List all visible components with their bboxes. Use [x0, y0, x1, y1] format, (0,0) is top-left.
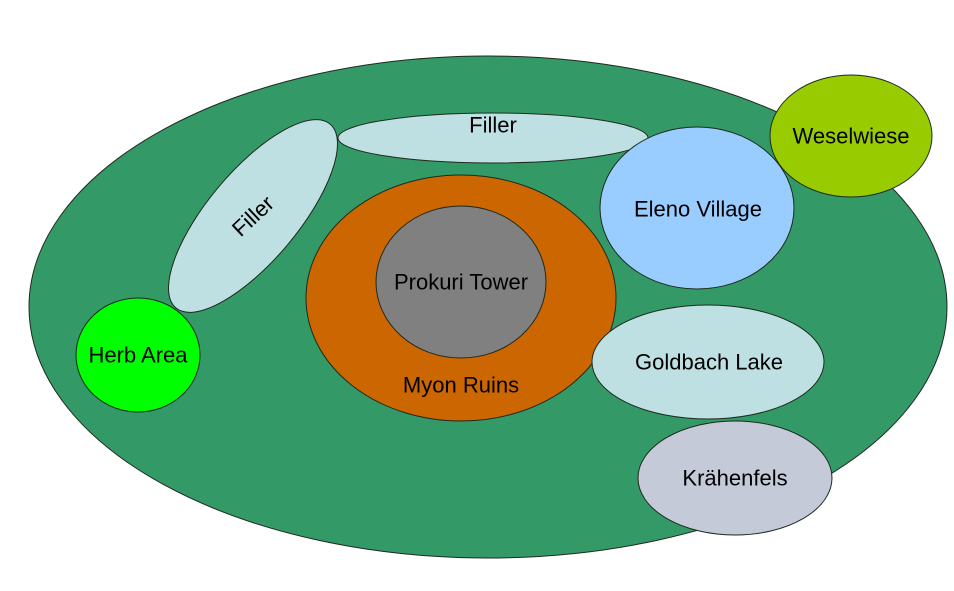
- eleno-village-region: [599, 126, 795, 290]
- myon-ruins-label: Myon Ruins: [403, 373, 519, 398]
- prokuri-tower-label: Prokuri Tower: [394, 270, 528, 295]
- goldbach-lake-region: [591, 304, 825, 420]
- krahenfels-region: [637, 420, 833, 536]
- herb-area-label: Herb Area: [88, 343, 188, 368]
- filler-diagonal-region: [168, 119, 338, 313]
- herb-area-region: [75, 297, 201, 413]
- eleno-village-label: Eleno Village: [634, 197, 762, 222]
- goldbach-lake-label: Goldbach Lake: [635, 350, 783, 375]
- weselwiese-label: Weselwiese: [793, 124, 910, 149]
- filler-top-label: Filler: [469, 113, 517, 138]
- prokuri-tower-region: [375, 205, 547, 359]
- weselwiese-region: [769, 74, 933, 198]
- krahenfels-label: Krähenfels: [682, 466, 787, 491]
